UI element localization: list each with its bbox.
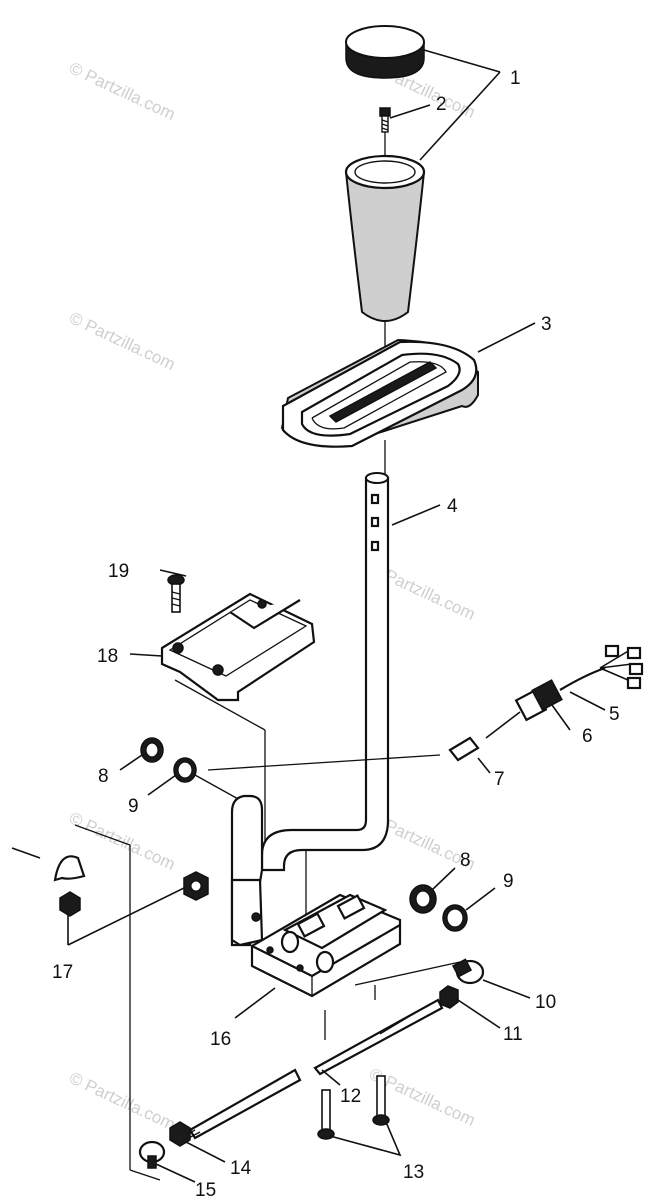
callout-11: 11	[503, 1024, 523, 1045]
callout-12: 12	[340, 1086, 361, 1107]
watermark: © Partzilla.com	[66, 308, 178, 374]
callout-4: 4	[447, 496, 458, 517]
assembly-lines	[74, 120, 461, 1181]
callout-2: 2	[436, 94, 447, 115]
sleeve	[207, 736, 480, 771]
shift-knob-cap	[345, 25, 425, 79]
callout-8a: 8	[98, 766, 109, 787]
callout-6: 6	[582, 726, 593, 747]
watermark: © Partzilla.com	[66, 58, 178, 124]
callout-14: 14	[230, 1158, 252, 1179]
switch	[485, 679, 563, 739]
bracket	[160, 592, 316, 702]
jam-nut-lower	[169, 1121, 191, 1147]
shift-boot	[280, 338, 479, 448]
rod-end-lower	[138, 1140, 166, 1169]
shift-knob-grip	[344, 154, 426, 322]
rod-end-upper	[451, 958, 485, 985]
callout-17: 17	[52, 962, 73, 983]
washer-left	[173, 757, 197, 783]
callout-16: 16	[210, 1029, 231, 1050]
callout-7: 7	[494, 769, 505, 790]
callout-19: 19	[108, 561, 129, 582]
wire-harness	[559, 644, 644, 691]
bushing-right	[409, 884, 437, 914]
watermark: © Partzilla.com	[66, 808, 178, 874]
nut-upper	[183, 871, 209, 901]
callout-8b: 8	[460, 850, 471, 871]
callout-3: 3	[541, 314, 552, 335]
bushing-left	[140, 737, 164, 763]
clip	[11, 847, 86, 882]
callout-13: 13	[403, 1162, 424, 1183]
washer-right	[442, 904, 468, 932]
callout-labels: 1 2 3 4 19 18 5 6 7 8 9 8 9 17 10 11 16 …	[52, 68, 620, 1200]
callout-18: 18	[97, 646, 118, 667]
callout-5: 5	[609, 704, 620, 725]
watermark: © Partzilla.com	[66, 1068, 178, 1134]
shift-cable	[179, 998, 444, 1141]
leader-lines	[67, 49, 606, 1183]
callout-1: 1	[510, 68, 521, 89]
callout-9b: 9	[503, 871, 514, 892]
bolt-left	[317, 1089, 335, 1140]
bolt-right	[372, 1075, 390, 1126]
base-block	[250, 893, 402, 998]
callout-9a: 9	[128, 796, 139, 817]
callout-15: 15	[195, 1180, 216, 1200]
shift-lever-rod	[230, 472, 390, 947]
screw	[379, 107, 391, 133]
jam-nut-upper	[439, 985, 459, 1009]
nut-lower	[59, 891, 81, 917]
callout-10: 10	[535, 992, 556, 1013]
bolt	[167, 574, 185, 613]
